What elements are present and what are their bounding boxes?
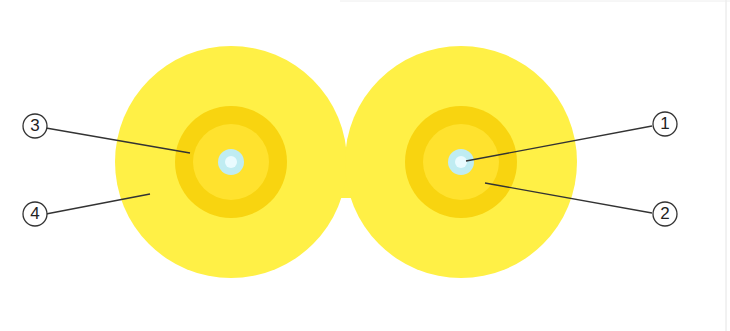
callout-circle — [653, 112, 677, 136]
leader-line — [466, 126, 652, 161]
coating — [193, 124, 269, 200]
callout-number: 3 — [23, 114, 47, 138]
callout-circle — [23, 114, 47, 138]
coating — [423, 124, 499, 200]
leader-line — [46, 128, 190, 153]
fibre-core — [448, 149, 474, 175]
fibre-core — [218, 149, 244, 175]
callout-number: 1 — [653, 112, 677, 136]
buffer-ring — [175, 106, 287, 218]
outer-jacket — [115, 46, 347, 278]
callout-circle — [23, 202, 47, 226]
callout-number: 4 — [23, 202, 47, 226]
outer-jacket — [345, 46, 577, 278]
callout-circle — [653, 202, 677, 226]
leader-line — [46, 194, 150, 214]
buffer-ring — [405, 106, 517, 218]
leader-line — [485, 183, 652, 213]
callout-number: 2 — [653, 202, 677, 226]
